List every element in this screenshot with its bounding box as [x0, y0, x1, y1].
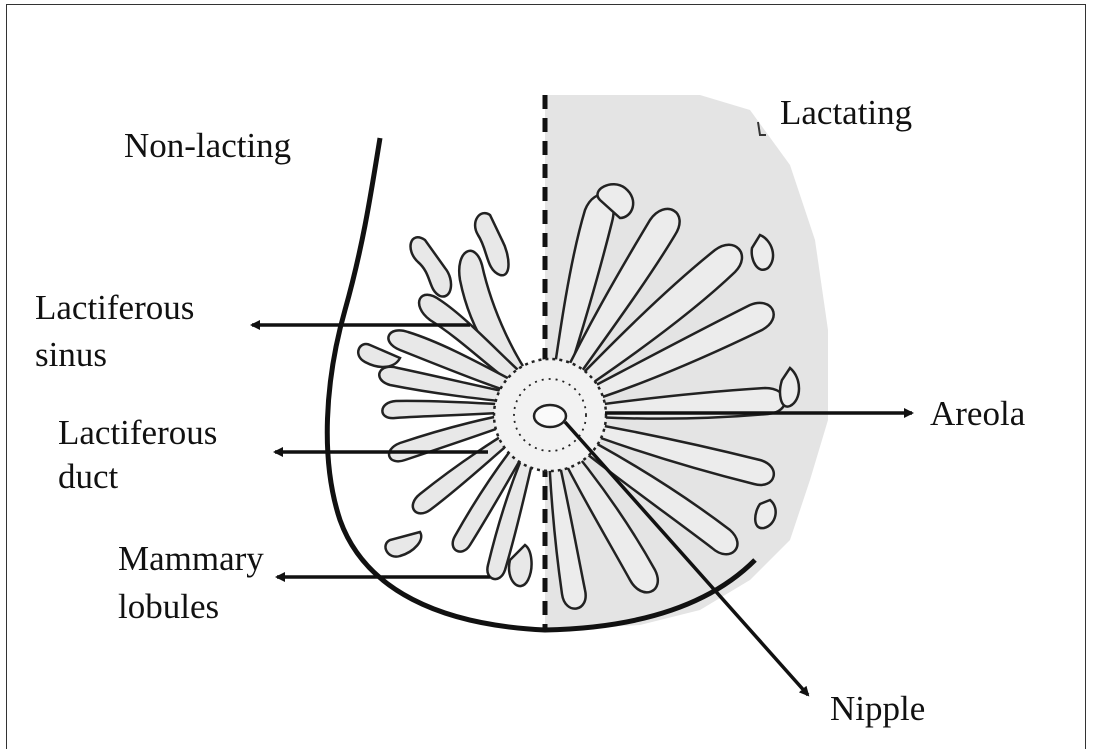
label-lactiferous-sinus-line1: Lactiferous [35, 287, 194, 329]
label-nipple: Nipple [830, 688, 925, 730]
label-areola: Areola [930, 393, 1025, 435]
label-mammary-lobules-line2: lobules [118, 586, 219, 628]
label-lactiferous-duct-line2: duct [58, 456, 118, 498]
label-non-lactating: Non-lacting [124, 125, 291, 167]
label-mammary-lobules-line1: Mammary [118, 538, 264, 580]
nipple-shape [534, 405, 566, 427]
label-lactating: Lactating [780, 92, 912, 134]
label-lactiferous-sinus-line2: sinus [35, 334, 107, 376]
label-lactiferous-duct-line1: Lactiferous [58, 412, 217, 454]
